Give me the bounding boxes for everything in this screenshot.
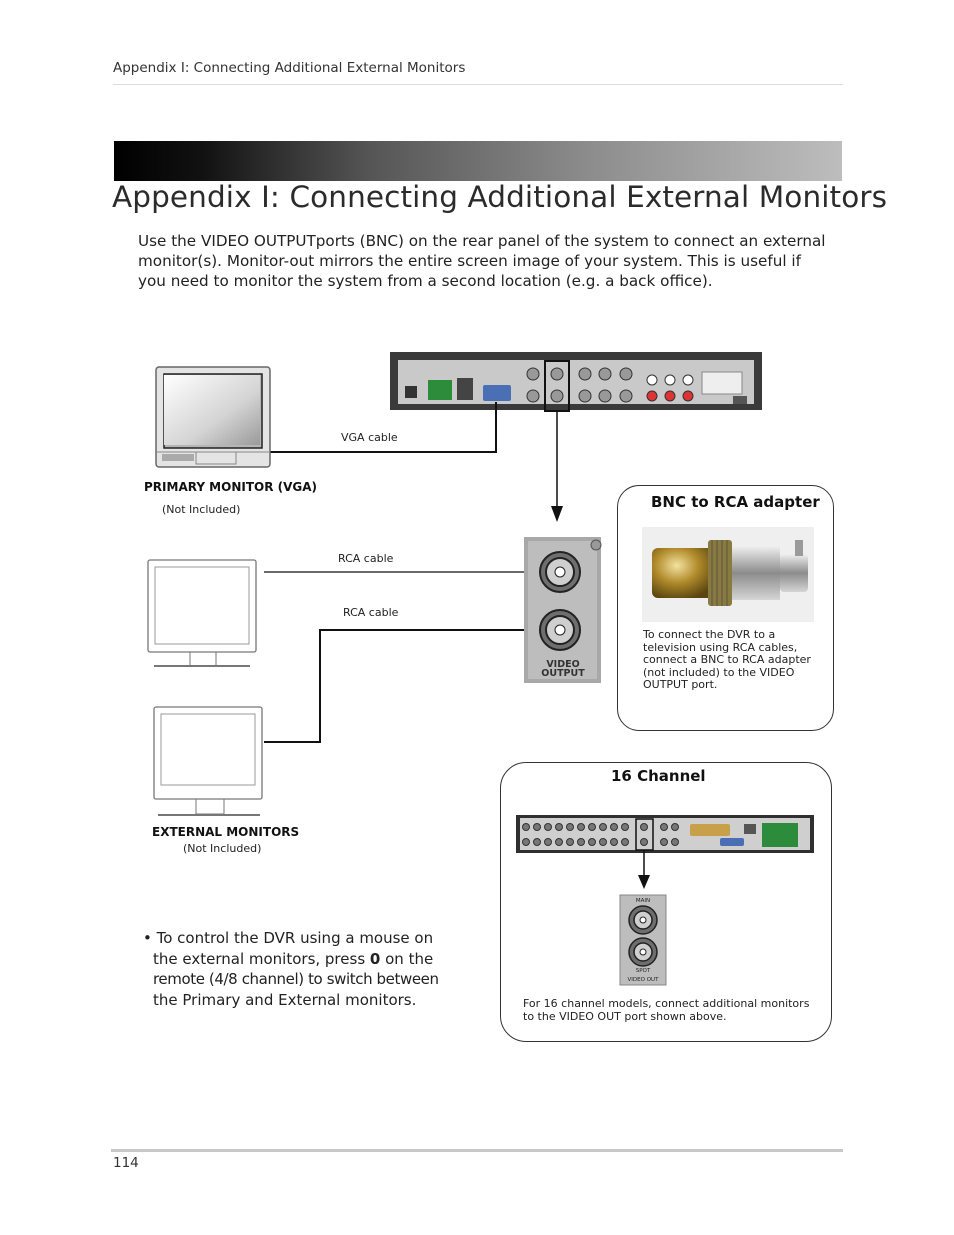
channel-16-note: For 16 channel models, connect additiona… xyxy=(523,997,810,1023)
external-monitor-1 xyxy=(147,559,257,667)
bnc-rca-adapter-note: To connect the DVR to a television using… xyxy=(643,628,811,691)
external-not-included: (Not Included) xyxy=(183,842,262,855)
external-monitor-2 xyxy=(153,706,263,816)
bullet-line-4: the Primary and External monitors. xyxy=(153,990,417,1009)
page-number: 114 xyxy=(113,1155,139,1171)
vga-cable-label: VGA cable xyxy=(341,431,398,444)
intro-paragraph: Use the VIDEO OUTPUTports (BNC) on the r… xyxy=(138,232,826,290)
footer-rule xyxy=(111,1149,843,1152)
bullet-note: • To control the DVR using a mouse on th… xyxy=(143,928,448,1010)
primary-monitor xyxy=(155,366,271,468)
bullet-line-2: the external monitors, press 0 on the xyxy=(153,949,434,968)
bullet-line-3: remote (4/8 channel) to switch between xyxy=(153,970,439,988)
dvr-rear-panel xyxy=(390,352,762,412)
closeup-caption: VIDEO OUT xyxy=(628,977,660,983)
closeup-main-label: MAIN xyxy=(636,898,650,904)
channel-16-drawing: MAIN SPOT VIDEO OUT xyxy=(516,815,814,986)
closeup-spot-label: SPOT xyxy=(636,968,651,974)
rca-cable-label-2: RCA cable xyxy=(343,606,399,619)
video-output-arrow-head xyxy=(551,506,563,522)
title-gradient-bar xyxy=(114,141,842,181)
primary-not-included: (Not Included) xyxy=(162,503,241,516)
running-header: Appendix I: Connecting Additional Extern… xyxy=(113,60,466,76)
video-output-closeup xyxy=(524,537,602,683)
primary-monitor-label: PRIMARY MONITOR (VGA) xyxy=(144,480,318,494)
bnc-rca-adapter-title: BNC to RCA adapter xyxy=(651,493,820,511)
remote-key: 0 xyxy=(369,949,381,968)
vga-cable-line xyxy=(270,402,497,453)
external-monitors-label: EXTERNAL MONITORS xyxy=(152,825,300,839)
bnc-rca-adapter-image xyxy=(642,527,814,622)
header-rule xyxy=(113,84,843,85)
video-output-label: VIDEO OUTPUT xyxy=(541,659,585,679)
bullet-line-1: • To control the DVR using a mouse on xyxy=(143,929,434,947)
page-title: Appendix I: Connecting Additional Extern… xyxy=(112,180,888,214)
rca-cable-label-1: RCA cable xyxy=(338,552,394,565)
rca-cable-line-2 xyxy=(264,629,542,743)
channel-16-title: 16 Channel xyxy=(611,767,706,785)
